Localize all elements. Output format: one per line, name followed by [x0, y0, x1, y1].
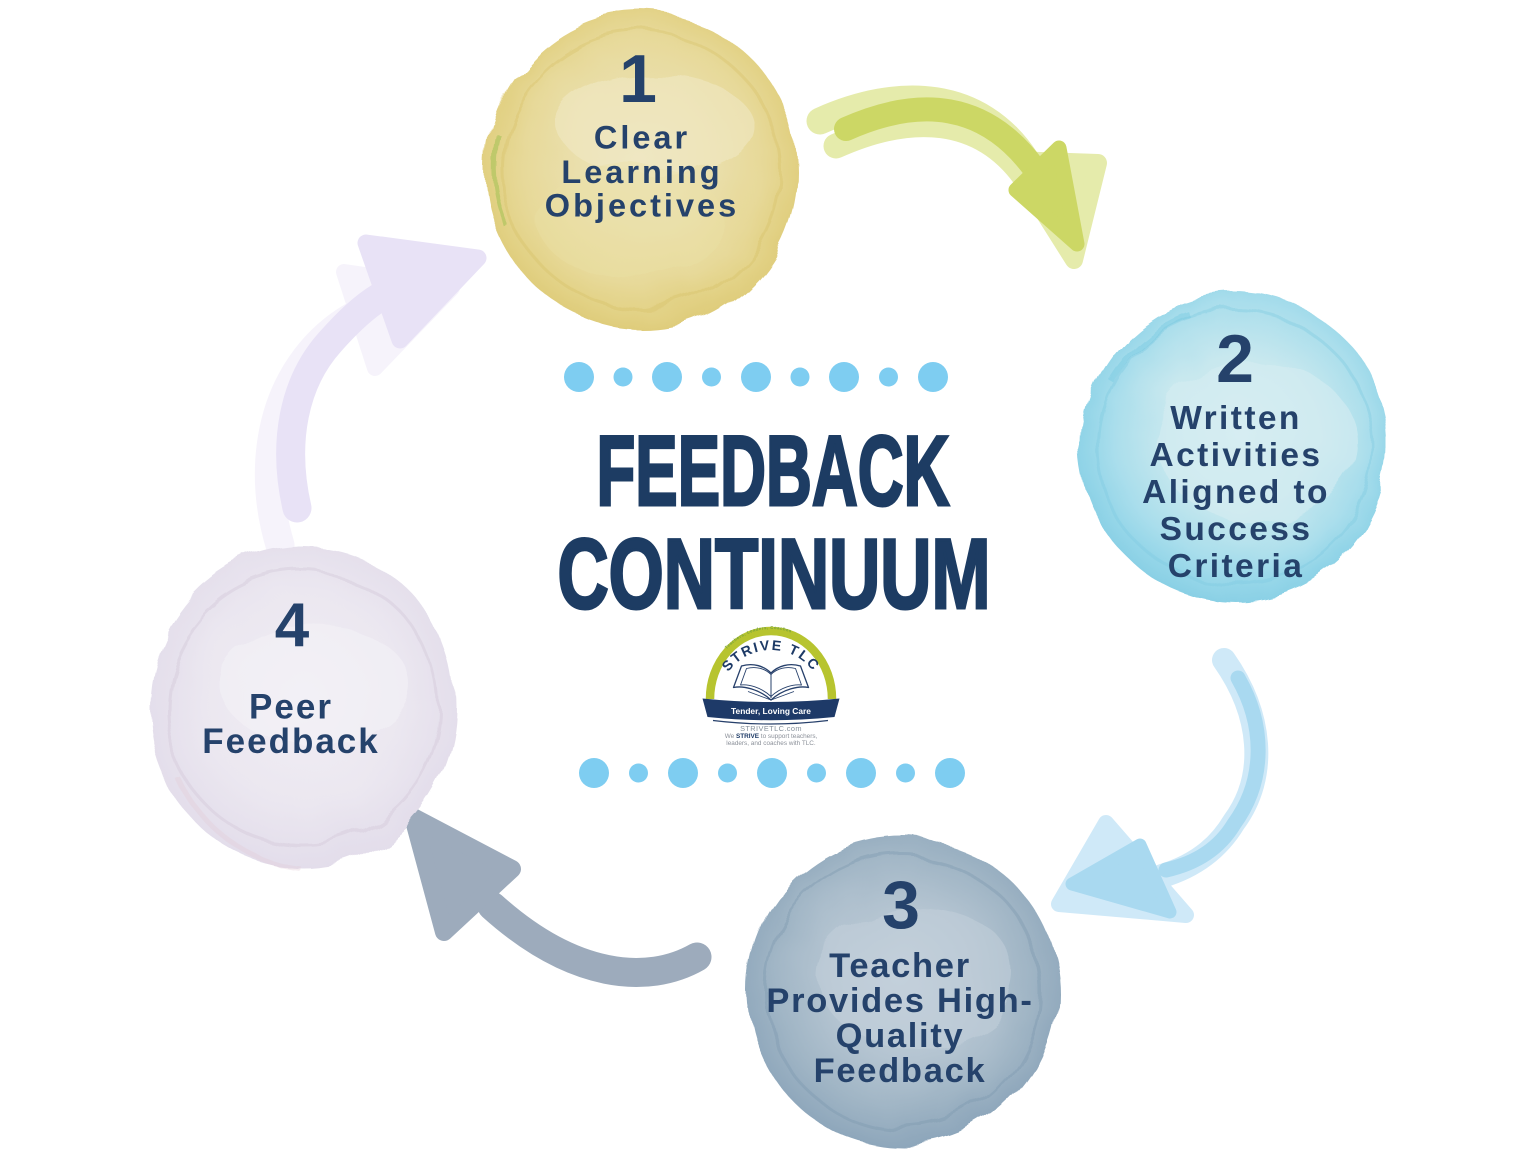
svg-text:Objectives: Objectives: [545, 188, 739, 224]
svg-text:3: 3: [882, 867, 920, 943]
svg-text:1: 1: [619, 41, 657, 117]
svg-text:Feedback: Feedback: [202, 722, 379, 761]
svg-text:Success: Success: [1160, 511, 1313, 548]
svg-text:FEEDBACK: FEEDBACK: [597, 415, 950, 526]
svg-text:Written: Written: [1170, 400, 1302, 437]
svg-text:2: 2: [1216, 321, 1254, 397]
svg-text:Criteria: Criteria: [1168, 548, 1305, 585]
svg-text:Tender, Loving Care: Tender, Loving Care: [731, 706, 811, 716]
svg-text:STRIVETLC.com: STRIVETLC.com: [740, 724, 802, 733]
svg-text:Clear: Clear: [594, 120, 690, 156]
svg-text:Feedback: Feedback: [814, 1052, 987, 1090]
svg-text:Quality: Quality: [836, 1017, 965, 1055]
svg-text:Provides High-: Provides High-: [766, 982, 1033, 1020]
svg-text:Activities: Activities: [1150, 437, 1323, 474]
svg-text:Aligned to: Aligned to: [1142, 474, 1330, 511]
svg-text:4: 4: [275, 591, 310, 660]
svg-text:Teacher: Teacher: [829, 947, 971, 985]
svg-text:Peer: Peer: [249, 688, 333, 727]
svg-text:CONTINUUM: CONTINUUM: [558, 518, 991, 629]
svg-text:leaders, and coaches with TLC.: leaders, and coaches with TLC.: [726, 740, 816, 747]
svg-text:We STRIVE to support teachers,: We STRIVE to support teachers,: [725, 733, 818, 740]
svg-text:Learning: Learning: [561, 154, 722, 190]
